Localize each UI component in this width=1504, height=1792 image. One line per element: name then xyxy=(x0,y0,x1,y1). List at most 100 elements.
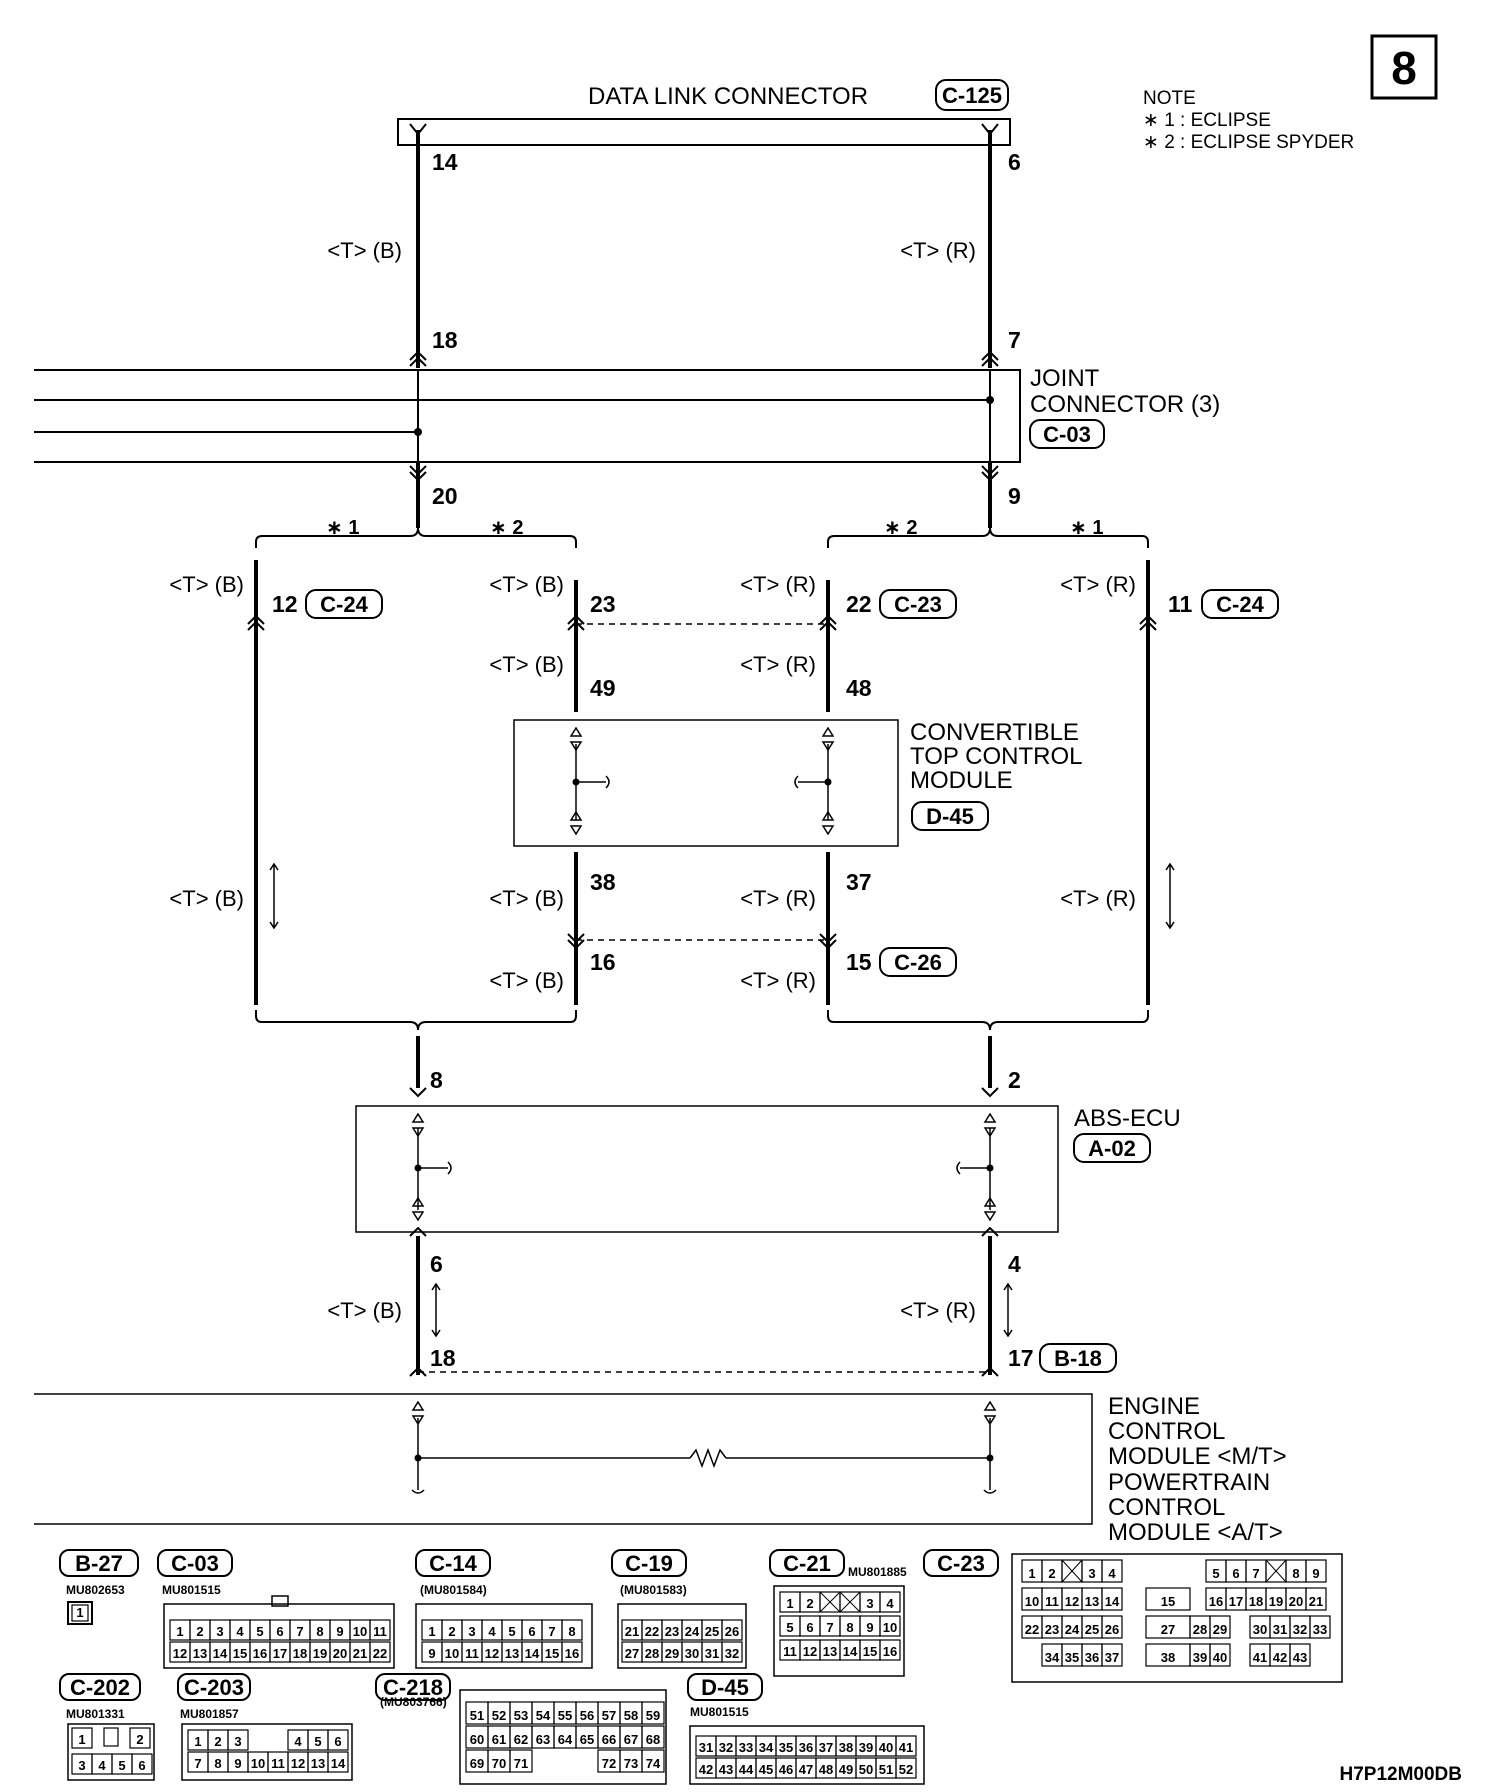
d45-pin-45: 45 xyxy=(759,1762,773,1777)
abs-name: ABS-ECU xyxy=(1074,1105,1181,1132)
c23-pin-40: 40 xyxy=(1213,1650,1227,1665)
c23-pin-21: 21 xyxy=(1309,1594,1323,1609)
c23-pin-17: 17 xyxy=(1229,1594,1243,1609)
d45-pin-32: 32 xyxy=(719,1740,733,1755)
ecm-name-6: MODULE <A/T> xyxy=(1108,1519,1283,1546)
c218-pin-66: 66 xyxy=(602,1732,616,1747)
c14-pin-5: 5 xyxy=(508,1624,515,1639)
c218-pin-51: 51 xyxy=(470,1708,484,1723)
c21-pin-12: 12 xyxy=(803,1644,817,1659)
pin-c24-11: 11 xyxy=(1168,591,1193,617)
c218-pin-67: 67 xyxy=(624,1732,638,1747)
c218-pin-63: 63 xyxy=(536,1732,550,1747)
c14-pin-3: 3 xyxy=(468,1624,475,1639)
c23-pin-26: 26 xyxy=(1105,1622,1119,1637)
c19-pin-25: 25 xyxy=(705,1624,719,1639)
branch-braces xyxy=(255,527,1149,1031)
abs-ecu: ABS-ECU A-02 xyxy=(355,1105,1181,1233)
c23-pin-23: 23 xyxy=(1045,1622,1059,1637)
c218-pin-68: 68 xyxy=(646,1732,660,1747)
c203-pin-5: 5 xyxy=(314,1734,321,1749)
mark-star2-right: ∗ 2 xyxy=(884,517,917,539)
pin-abs-6: 6 xyxy=(430,1251,443,1277)
pin-joint-9: 9 xyxy=(1008,483,1021,509)
c21-pin-14: 14 xyxy=(843,1644,858,1659)
c14-pin-2: 2 xyxy=(448,1624,455,1639)
c14-pin-1: 1 xyxy=(428,1624,435,1639)
page-number-box: 8 xyxy=(1370,34,1438,100)
pin-dlc-6: 6 xyxy=(1008,149,1021,175)
c23-pin-43: 43 xyxy=(1293,1650,1307,1665)
pin-numbers: 14 6 18 7 20 9 12 23 22 11 49 48 38 37 1… xyxy=(272,149,1193,1371)
c03-pin-1: 1 xyxy=(176,1624,183,1639)
ecm-name-4: POWERTRAIN xyxy=(1108,1469,1270,1496)
c218-pin-69: 69 xyxy=(470,1756,484,1771)
d45-id: D-45 xyxy=(701,1675,749,1700)
c21-pin-3: 3 xyxy=(866,1596,873,1611)
c23-pin-27: 27 xyxy=(1161,1622,1175,1637)
c23-pin-15: 15 xyxy=(1161,1594,1175,1609)
joint-connector-label: JOINT CONNECTOR (3) C-03 xyxy=(1029,365,1220,449)
wire-color-left-trunk: <T> (B) xyxy=(169,886,244,911)
c03-pin-8: 8 xyxy=(316,1624,323,1639)
c26-tag: C-26 xyxy=(894,950,942,975)
c03-pin-2: 2 xyxy=(196,1624,203,1639)
c23-pin-18: 18 xyxy=(1249,1594,1263,1609)
c14-pin-16: 16 xyxy=(565,1646,579,1661)
c21-pin-2: 2 xyxy=(806,1596,813,1611)
c203-part-number: MU801857 xyxy=(180,1707,239,1721)
c19-part-number: (MU801583) xyxy=(620,1583,687,1597)
c19-pin-24: 24 xyxy=(685,1624,700,1639)
c03-pin-4: 4 xyxy=(236,1624,244,1639)
c218-pin-72: 72 xyxy=(602,1756,616,1771)
ctcm-name-1: CONVERTIBLE xyxy=(910,719,1079,746)
c03-pin-16: 16 xyxy=(253,1646,267,1661)
c218-pin-65: 65 xyxy=(580,1732,594,1747)
c03-pin-17: 17 xyxy=(273,1646,287,1661)
c03-pin-10: 10 xyxy=(353,1624,367,1639)
c21-pin-15: 15 xyxy=(863,1644,877,1659)
c14-pin-12: 12 xyxy=(485,1646,499,1661)
c03-pin-13: 13 xyxy=(193,1646,207,1661)
d45-pin-41: 41 xyxy=(899,1740,913,1755)
c14-pin-14: 14 xyxy=(525,1646,540,1661)
c21-pin-5: 5 xyxy=(786,1620,793,1635)
engine-control-module: ENGINE CONTROL MODULE <M/T> POWERTRAIN C… xyxy=(34,1393,1287,1546)
c218-pin-57: 57 xyxy=(602,1708,616,1723)
d45-pin-48: 48 xyxy=(819,1762,833,1777)
c14-pin-4: 4 xyxy=(488,1624,496,1639)
convertible-top-control-module: CONVERTIBLE TOP CONTROL MODULE D-45 xyxy=(513,719,1082,847)
c21-pin-4: 4 xyxy=(886,1596,894,1611)
b18-tag: B-18 xyxy=(1054,1346,1102,1371)
branch-marks: ∗ 1 ∗ 2 ∗ 2 ∗ 1 xyxy=(326,517,1103,539)
c203-pin-6: 6 xyxy=(334,1734,341,1749)
joint-connector-id: C-03 xyxy=(1043,422,1091,447)
c202-pin-5: 5 xyxy=(118,1758,125,1773)
c203-id: C-203 xyxy=(184,1675,244,1700)
joint-connector-lines xyxy=(34,369,1021,463)
c03-pin-21: 21 xyxy=(353,1646,367,1661)
ctcm-connector-id: D-45 xyxy=(926,804,974,829)
c23-pin-14: 14 xyxy=(1105,1594,1120,1609)
pin-c26-15: 15 xyxy=(846,949,872,975)
c23-pin-24: 24 xyxy=(1065,1622,1080,1637)
d45-pin-39: 39 xyxy=(859,1740,873,1755)
c21-pin-9: 9 xyxy=(866,1620,873,1635)
c23-pin-3: 3 xyxy=(1088,1566,1095,1581)
pin-c24-12: 12 xyxy=(272,591,298,617)
data-link-connector: DATA LINK CONNECTOR C-125 xyxy=(397,79,1011,146)
c218-pin-71: 71 xyxy=(514,1756,528,1771)
c23-pin-13: 13 xyxy=(1085,1594,1099,1609)
pin-ecm-18: 18 xyxy=(430,1345,456,1371)
mark-star1-left: ∗ 1 xyxy=(326,517,359,539)
c202-pin-4: 4 xyxy=(98,1758,106,1773)
c23-pin-22: 22 xyxy=(1025,1622,1039,1637)
c23-pin-4: 4 xyxy=(1108,1566,1116,1581)
pin-ctcm-37: 37 xyxy=(846,869,872,895)
d45-pin-38: 38 xyxy=(839,1740,853,1755)
c21-pin-11: 11 xyxy=(783,1644,797,1659)
c23-pin-5: 5 xyxy=(1212,1566,1219,1581)
d45-pin-35: 35 xyxy=(779,1740,793,1755)
c23-pin-38: 38 xyxy=(1161,1650,1175,1665)
pin-ctcm-49: 49 xyxy=(590,675,616,701)
